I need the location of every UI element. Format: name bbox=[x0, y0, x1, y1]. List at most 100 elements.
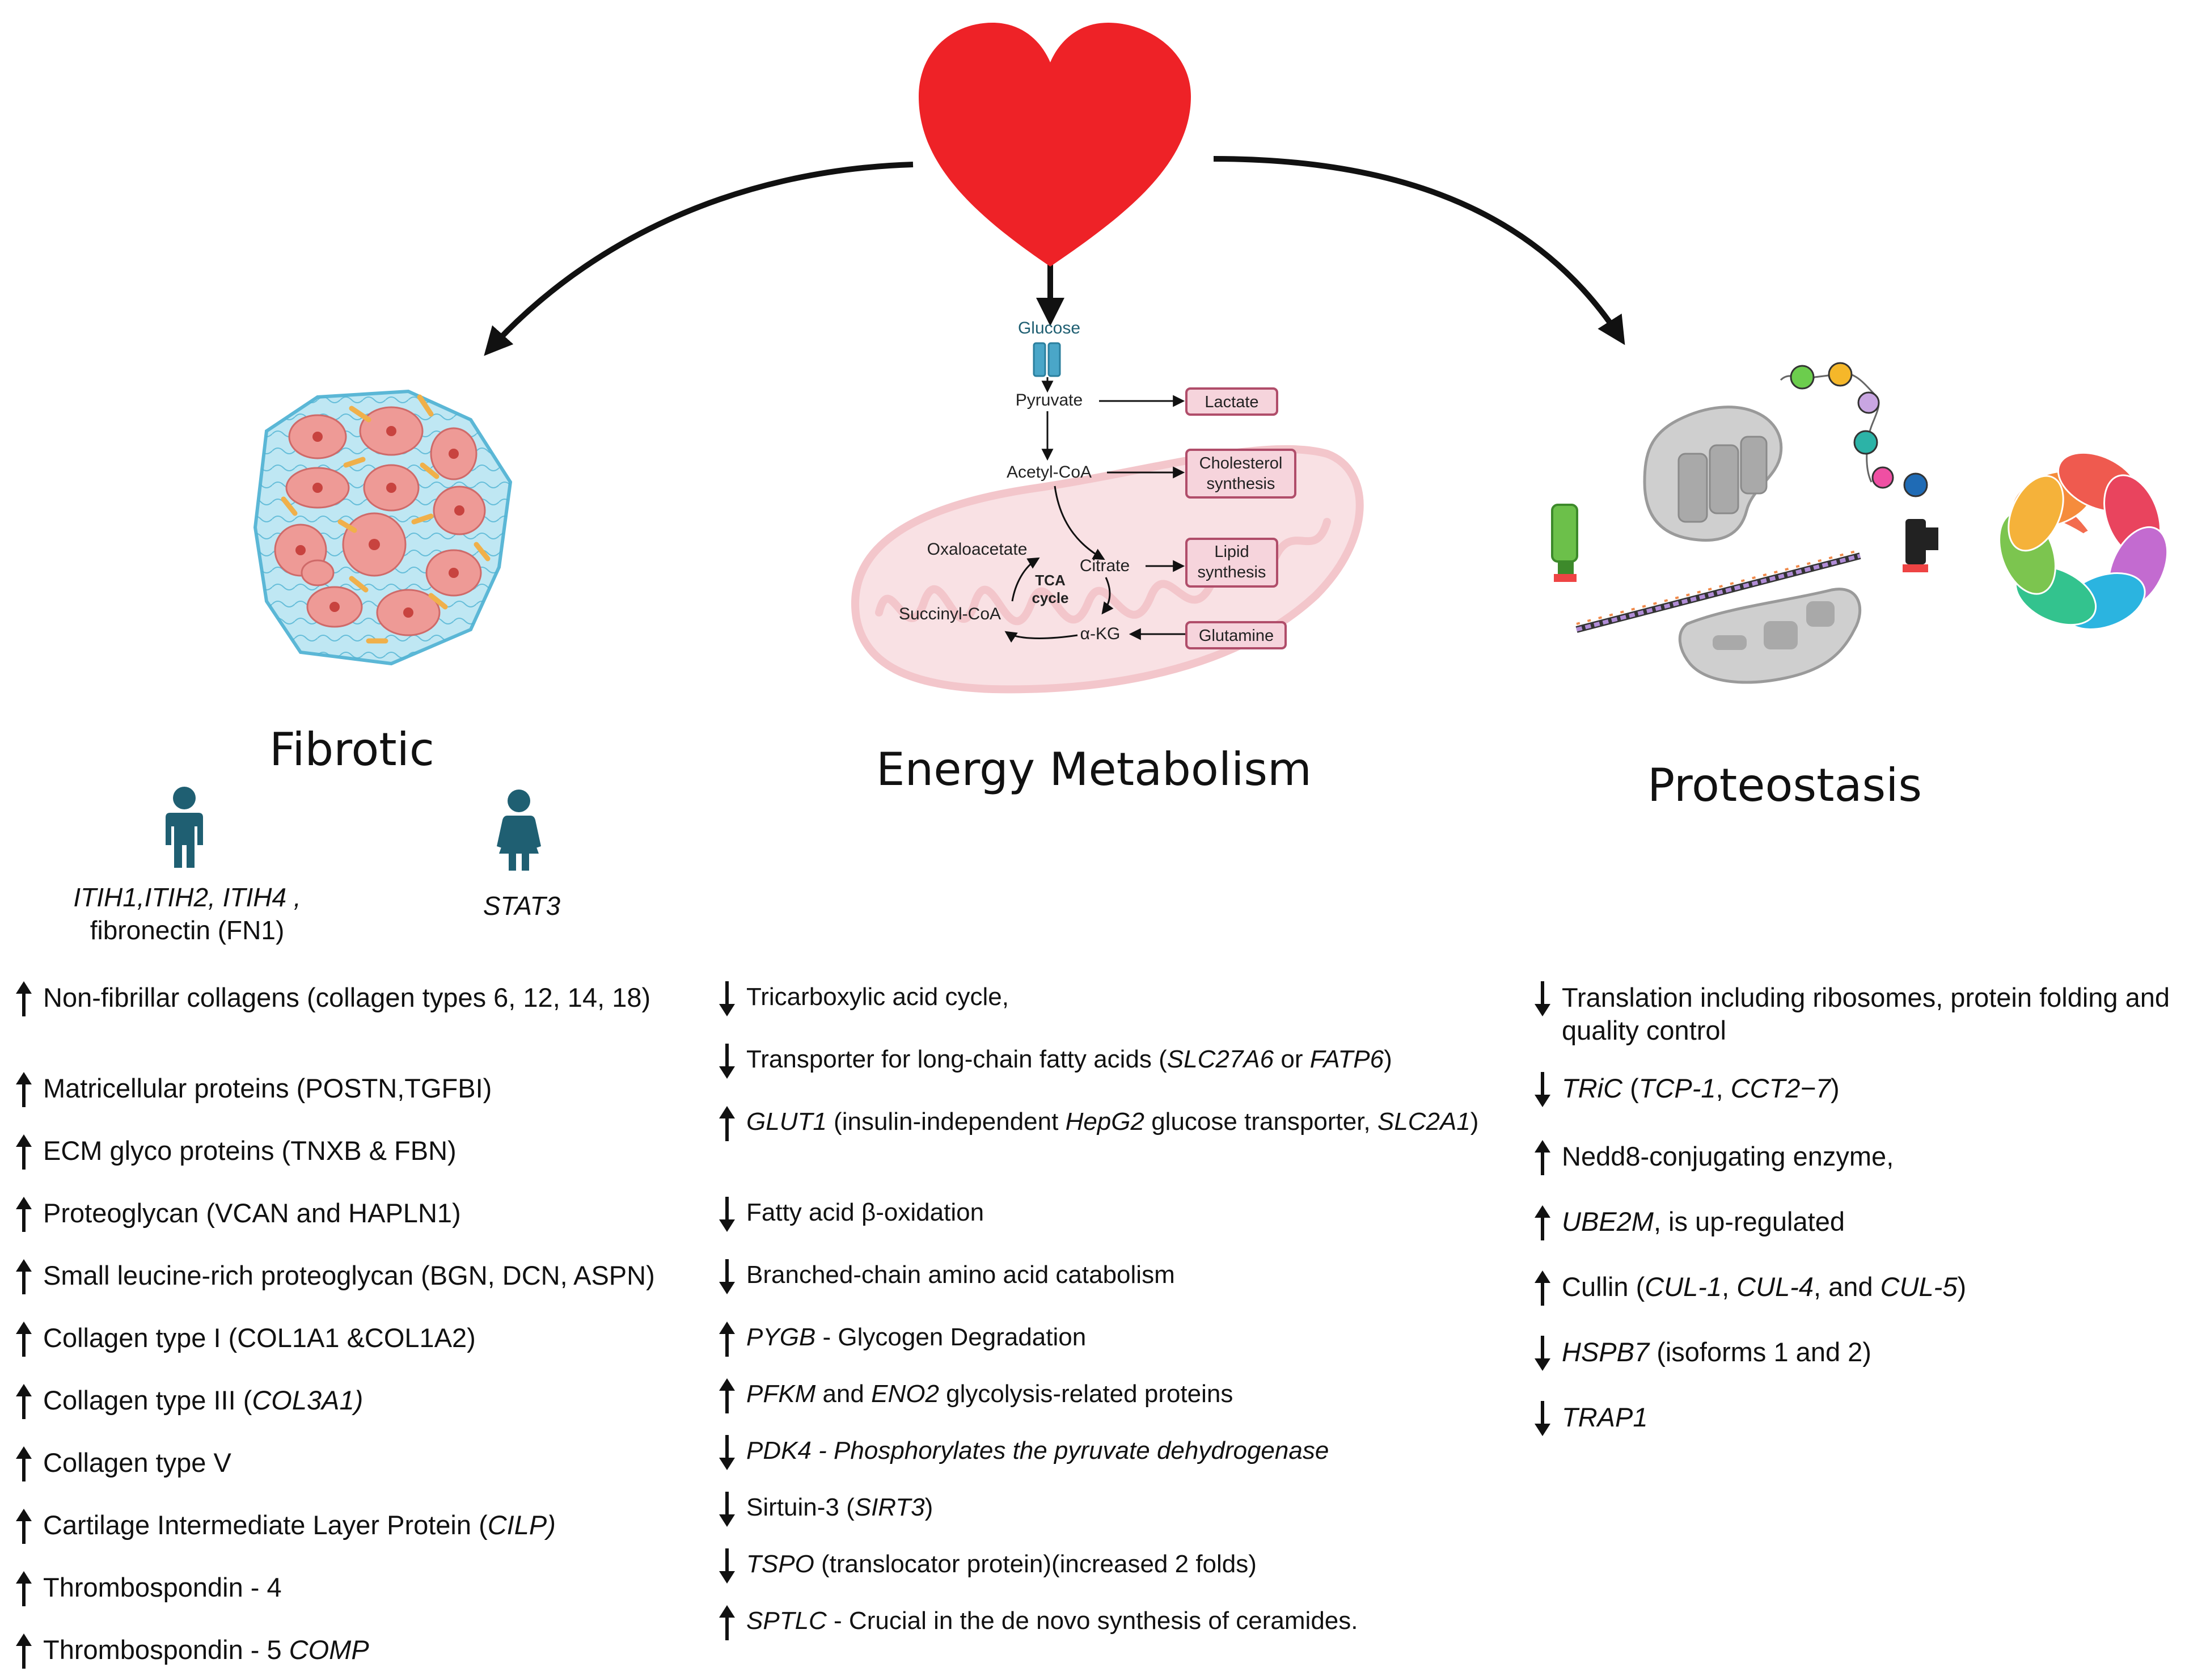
list-item-text: Cartilage Intermediate Layer Protein (CI… bbox=[43, 1509, 665, 1542]
down-arrow-icon bbox=[1535, 1401, 1550, 1436]
list-item: Cartilage Intermediate Layer Protein (CI… bbox=[12, 1509, 665, 1546]
list-item: TRAP1 bbox=[1531, 1401, 2183, 1438]
text-segment: or bbox=[1274, 1045, 1310, 1073]
gene-name: PDK4 - Phosphorylates the pyruvate dehyd… bbox=[746, 1437, 1329, 1464]
text-segment: ECM glyco proteins (TNXB & FBN) bbox=[43, 1136, 457, 1166]
list-item: Tricarboxylic acid cycle, bbox=[716, 981, 1510, 1019]
list-item: SPTLC - Crucial in the de novo synthesis… bbox=[716, 1605, 1510, 1643]
trna-icon bbox=[1551, 504, 1578, 582]
list-item-text: TRAP1 bbox=[1562, 1401, 2183, 1434]
list-item: Collagen type I (COL1A1 &COL1A2) bbox=[12, 1322, 665, 1359]
list-item-text: Translation including ribosomes, protein… bbox=[1562, 981, 2183, 1047]
text-segment: - Crucial in the de novo synthesis of ce… bbox=[826, 1607, 1358, 1635]
up-arrow-icon bbox=[16, 981, 32, 1016]
down-arrow-icon bbox=[719, 1259, 735, 1294]
label-oxaloacetate: Oxaloacetate bbox=[927, 540, 1028, 559]
label-cholesterol-synthesis: synthesis bbox=[1207, 475, 1275, 493]
text-segment: (translocator protein)(increased 2 folds… bbox=[814, 1550, 1257, 1578]
text-segment: - Glycogen Degradation bbox=[815, 1323, 1087, 1351]
gene-name: HepG2 bbox=[1065, 1108, 1144, 1136]
male-gene-label: ITIH1,ITIH2, ITIH4 , fibronectin (FN1) bbox=[51, 881, 323, 947]
up-arrow-icon bbox=[719, 1378, 735, 1413]
text-segment: ) bbox=[924, 1493, 933, 1521]
list-item-text: GLUT1 (insulin-independent HepG2 glucose… bbox=[746, 1106, 1510, 1138]
gene-name: CUL-4 bbox=[1736, 1272, 1814, 1302]
arrow-to-fibrotic bbox=[484, 162, 914, 356]
text-segment: and bbox=[815, 1380, 872, 1408]
list-item-text: Nedd8-conjugating enzyme, bbox=[1562, 1140, 2183, 1173]
female-gene-label: STAT3 bbox=[483, 891, 561, 921]
list-item: HSPB7 (isoforms 1 and 2) bbox=[1531, 1336, 2183, 1373]
text-segment: , and bbox=[1814, 1272, 1880, 1302]
gene-name: FATP6 bbox=[1309, 1045, 1384, 1073]
list-item-text: Collagen type III (COL3A1) bbox=[43, 1384, 665, 1417]
list-item: PDK4 - Phosphorylates the pyruvate dehyd… bbox=[716, 1435, 1510, 1472]
up-arrow-icon bbox=[16, 1134, 32, 1170]
text-segment: ) bbox=[1957, 1272, 1967, 1302]
list-item: Proteoglycan (VCAN and HAPLN1) bbox=[12, 1197, 665, 1234]
up-arrow-icon bbox=[1535, 1205, 1550, 1240]
text-segment: Collagen type III ( bbox=[43, 1385, 252, 1415]
down-arrow-icon bbox=[1535, 1336, 1550, 1371]
gene-name: TRAP1 bbox=[1562, 1402, 1648, 1432]
gene-name: CILP) bbox=[487, 1510, 556, 1540]
text-segment: Proteoglycan (VCAN and HAPLN1) bbox=[43, 1198, 461, 1228]
female-person-icon bbox=[497, 790, 541, 871]
gene-name: TRiC bbox=[1562, 1073, 1623, 1103]
text-segment: Collagen type I (COL1A1 &COL1A2) bbox=[43, 1323, 476, 1353]
down-arrow-icon bbox=[1535, 1072, 1550, 1107]
list-item: Fatty acid β-oxidation bbox=[716, 1197, 1510, 1234]
list-item: UBE2M, is up-regulated bbox=[1531, 1205, 2183, 1243]
text-segment: , is up-regulated bbox=[1653, 1206, 1845, 1236]
up-arrow-icon bbox=[16, 1072, 32, 1107]
text-segment: Small leucine-rich proteoglycan (BGN, DC… bbox=[43, 1260, 655, 1290]
up-arrow-icon bbox=[719, 1106, 735, 1141]
list-item-text: UBE2M, is up-regulated bbox=[1562, 1205, 2183, 1238]
list-item-text: Branched-chain amino acid catabolism bbox=[746, 1259, 1510, 1291]
text-segment: ( bbox=[1622, 1073, 1639, 1103]
list-item: Collagen type III (COL3A1) bbox=[12, 1384, 665, 1421]
list-item: Sirtuin-3 (SIRT3) bbox=[716, 1492, 1510, 1529]
text-segment: Fatty acid β-oxidation bbox=[746, 1198, 984, 1226]
gene-name: SLC27A6 bbox=[1167, 1045, 1274, 1073]
glucose-transporter-icon bbox=[1033, 342, 1061, 377]
list-item: TRiC (TCP-1, CCT2−7) bbox=[1531, 1072, 2183, 1109]
down-arrow-icon bbox=[719, 1435, 735, 1470]
list-item-text: PYGB - Glycogen Degradation bbox=[746, 1322, 1510, 1353]
heart-icon bbox=[919, 23, 1191, 267]
list-item: Collagen type V bbox=[12, 1446, 665, 1484]
list-item: Cullin (CUL-1, CUL-4, and CUL-5) bbox=[1531, 1270, 2183, 1308]
gene-name: SLC2A1 bbox=[1377, 1108, 1470, 1136]
list-item-text: Proteoglycan (VCAN and HAPLN1) bbox=[43, 1197, 665, 1230]
up-arrow-icon bbox=[16, 1571, 32, 1606]
list-item-text: HSPB7 (isoforms 1 and 2) bbox=[1562, 1336, 2183, 1369]
label-akg: α-KG bbox=[1080, 624, 1121, 643]
label-lipid-synthesis: synthesis bbox=[1198, 563, 1266, 581]
list-item-text: Non-fibrillar collagens (collagen types … bbox=[43, 981, 665, 1014]
text-segment: Thrombospondin - 5 bbox=[43, 1635, 289, 1665]
list-item: Transporter for long-chain fatty acids (… bbox=[716, 1044, 1510, 1081]
text-segment: Thrombospondin - 4 bbox=[43, 1572, 282, 1602]
down-arrow-icon bbox=[1535, 981, 1550, 1016]
label-lactate: Lactate bbox=[1205, 393, 1258, 411]
gene-name: CUL-5 bbox=[1880, 1272, 1958, 1302]
ribosome-large-subunit-icon bbox=[1643, 406, 1783, 542]
list-item: PFKM and ENO2 glycolysis-related protein… bbox=[716, 1378, 1510, 1416]
text-segment: Nedd8-conjugating enzyme, bbox=[1562, 1141, 1894, 1171]
text-segment: glycolysis-related proteins bbox=[939, 1380, 1233, 1408]
list-item-text: Fatty acid β-oxidation bbox=[746, 1197, 1510, 1229]
list-item-text: Transporter for long-chain fatty acids (… bbox=[746, 1044, 1510, 1075]
up-arrow-icon bbox=[16, 1446, 32, 1481]
up-arrow-icon bbox=[16, 1384, 32, 1419]
list-item-text: SPTLC - Crucial in the de novo synthesis… bbox=[746, 1605, 1510, 1637]
text-segment: Branched-chain amino acid catabolism bbox=[746, 1261, 1175, 1289]
pathway-arrows bbox=[1004, 377, 1185, 643]
list-item-text: PFKM and ENO2 glycolysis-related protein… bbox=[746, 1378, 1510, 1410]
up-arrow-icon bbox=[1535, 1140, 1550, 1175]
list-item: Thrombospondin - 4 bbox=[12, 1571, 665, 1609]
down-arrow-icon bbox=[719, 1548, 735, 1584]
fibrotic-title: Fibrotic bbox=[269, 723, 434, 776]
gene-name: HSPB7 bbox=[1562, 1337, 1650, 1367]
label-glutamine: Glutamine bbox=[1199, 627, 1274, 645]
